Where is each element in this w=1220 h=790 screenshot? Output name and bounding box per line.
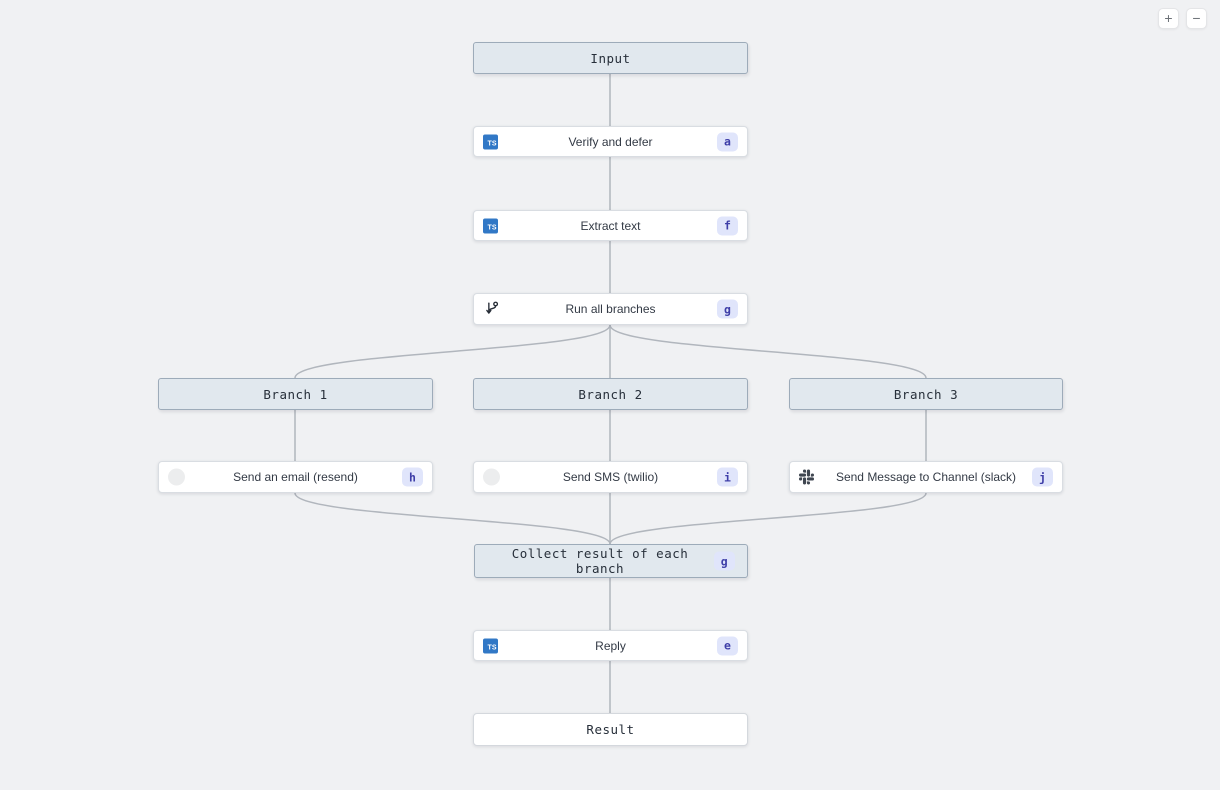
node-send-sms-twilio[interactable]: Send SMS (twilio) i [473, 461, 748, 493]
node-verify-label: Verify and defer [568, 134, 653, 149]
node-run-badge: g [717, 299, 738, 319]
twilio-icon [483, 468, 500, 486]
branch-icon [483, 300, 501, 318]
node-branch2-label: Branch 2 [578, 386, 643, 402]
edge-run-branch1 [294, 324, 611, 379]
node-extract-label: Extract text [580, 218, 641, 233]
node-extract-text[interactable]: TS Extract text f [473, 210, 748, 241]
node-send-email-badge: h [402, 467, 423, 487]
typescript-icon: TS [483, 638, 498, 653]
node-extract-badge: f [717, 216, 738, 235]
node-run-label: Run all branches [565, 302, 656, 316]
plus-icon: + [1164, 10, 1173, 26]
node-input-label: Input [590, 50, 631, 66]
node-send-message-slack[interactable]: Send Message to Channel (slack) j [789, 461, 1063, 493]
node-send-slack-badge: j [1032, 467, 1053, 487]
node-send-slack-label: Send Message to Channel (slack) [835, 470, 1017, 484]
node-reply[interactable]: TS Reply e [473, 630, 748, 661]
typescript-icon: TS [483, 134, 498, 149]
typescript-icon: TS [483, 218, 498, 233]
node-collect-badge: g [714, 551, 735, 571]
node-branch-3[interactable]: Branch 3 [789, 378, 1063, 410]
node-collect-result[interactable]: Collect result of each branch g [474, 544, 748, 578]
resend-icon [168, 468, 185, 486]
node-branch1-label: Branch 1 [263, 386, 328, 402]
edge-run-branch3 [609, 324, 927, 379]
zoom-in-button[interactable]: + [1158, 8, 1179, 29]
zoom-controls: + − [1158, 8, 1207, 29]
edge-slack-collect [609, 492, 927, 545]
edge-email-collect [294, 492, 611, 545]
node-branch-1[interactable]: Branch 1 [158, 378, 433, 410]
node-send-sms-badge: i [717, 467, 738, 487]
node-input[interactable]: Input [473, 42, 748, 74]
node-verify-and-defer[interactable]: TS Verify and defer a [473, 126, 748, 157]
node-send-sms-label: Send SMS (twilio) [562, 470, 659, 484]
minus-icon: − [1192, 10, 1201, 26]
node-send-email-resend[interactable]: Send an email (resend) h [158, 461, 433, 493]
node-result-label: Result [586, 722, 635, 737]
node-send-email-label: Send an email (resend) [233, 470, 358, 484]
node-reply-badge: e [717, 636, 738, 655]
node-result[interactable]: Result [473, 713, 748, 746]
node-branch-2[interactable]: Branch 2 [473, 378, 748, 410]
node-reply-label: Reply [595, 638, 626, 653]
node-collect-label: Collect result of each branch [511, 546, 689, 576]
node-verify-badge: a [717, 132, 738, 151]
zoom-out-button[interactable]: − [1186, 8, 1207, 29]
node-run-all-branches[interactable]: Run all branches g [473, 293, 748, 325]
node-branch3-label: Branch 3 [893, 386, 959, 402]
